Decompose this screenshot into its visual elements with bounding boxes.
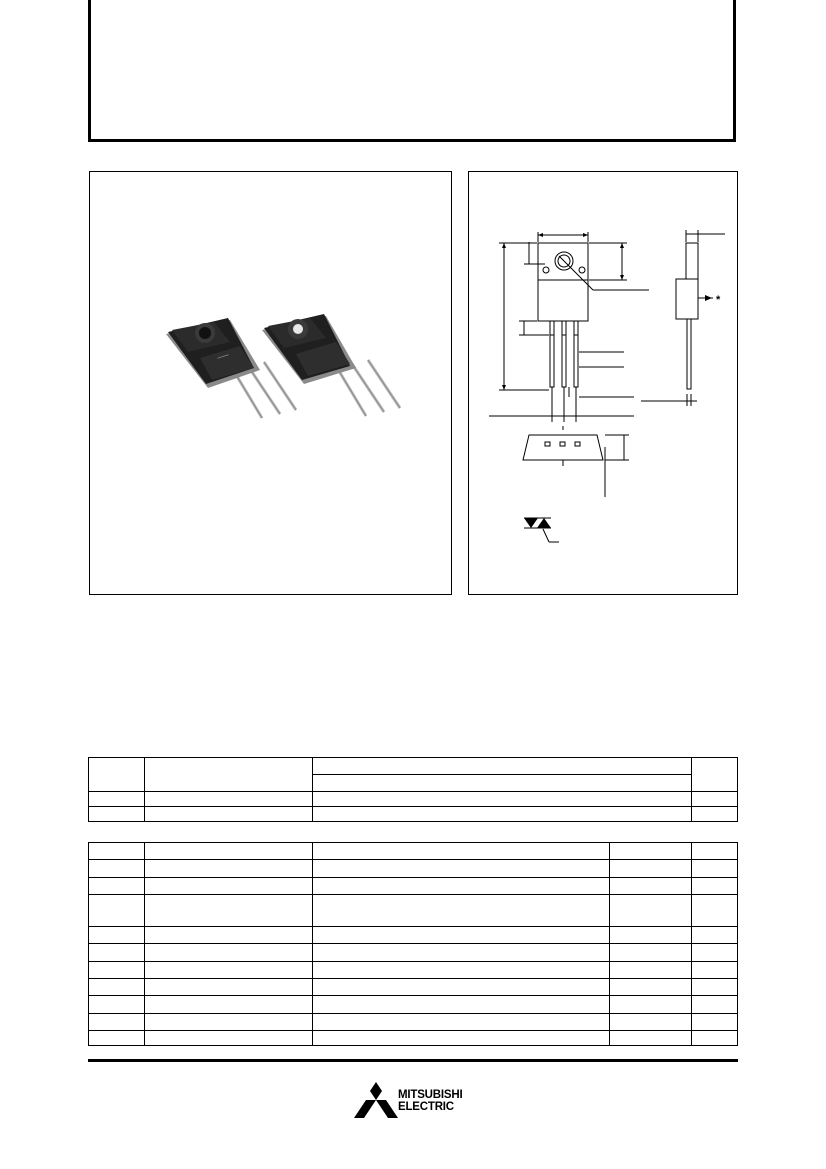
outline-drawing-panel: * bbox=[468, 171, 738, 595]
logo-line-1: MITSUBISHI bbox=[398, 1089, 463, 1101]
svg-text:‒‒‒: ‒‒‒ bbox=[216, 352, 229, 362]
table-1 bbox=[88, 756, 738, 823]
table-2 bbox=[88, 841, 738, 1047]
triac-symbol bbox=[524, 517, 551, 529]
outline-drawing: * bbox=[489, 230, 725, 543]
mitsubishi-logo: MITSUBISHI ELECTRIC bbox=[354, 1082, 478, 1118]
logo-wordmark: MITSUBISHI ELECTRIC bbox=[398, 1089, 463, 1113]
transistor-right-image bbox=[262, 314, 402, 417]
side-note-asterisk: * bbox=[716, 294, 721, 306]
header-title-box bbox=[88, 0, 736, 142]
transistor-left-image: ‒‒‒ bbox=[166, 318, 298, 419]
product-photo: ‒‒‒ bbox=[166, 314, 402, 419]
product-photo-panel: ‒‒‒ bbox=[89, 171, 452, 595]
three-diamonds-icon bbox=[354, 1082, 398, 1118]
logo-line-2: ELECTRIC bbox=[398, 1100, 454, 1113]
footer-rule bbox=[88, 1059, 738, 1062]
